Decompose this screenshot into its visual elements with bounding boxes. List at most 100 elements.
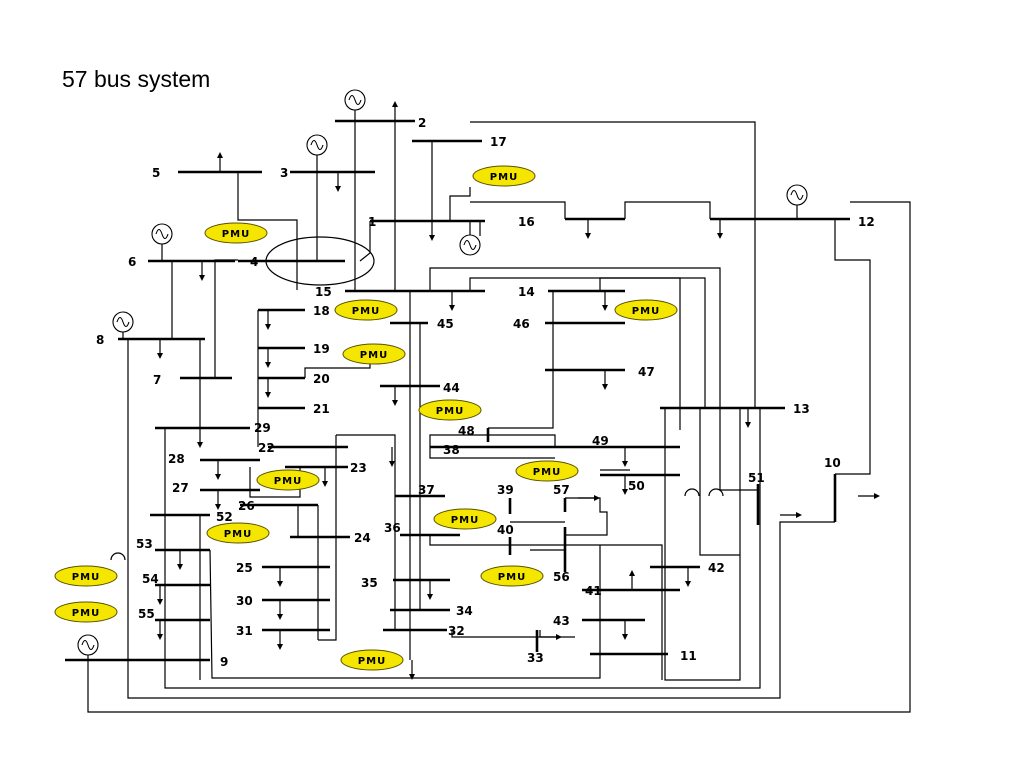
pmu-label: PMU (632, 306, 660, 317)
bus-label: 7 (153, 373, 161, 387)
pmu-marker: PMU (472, 165, 536, 187)
load-arrow-icon (685, 567, 691, 587)
bus-label: 16 (518, 215, 535, 229)
bus-label: 5 (152, 166, 160, 180)
bus-label: 47 (638, 365, 655, 379)
load-arrow-icon (197, 428, 203, 448)
transmission-line (834, 219, 871, 475)
bus-label: 38 (443, 443, 460, 457)
bus-bars (65, 119, 850, 662)
transmission-line (565, 497, 608, 536)
pmu-label: PMU (533, 467, 561, 478)
load-arrow-icon (409, 660, 415, 680)
ac-source-icon (786, 184, 808, 219)
bus-label: 25 (236, 561, 253, 575)
pmu-marker: PMU (480, 565, 544, 587)
bus-label: 57 (553, 483, 570, 497)
bus-label: 39 (497, 483, 514, 497)
bus-label: 52 (216, 510, 233, 524)
transmission-line (624, 201, 711, 219)
transmission-line (470, 121, 756, 408)
bus-label: 27 (172, 481, 189, 495)
bus-label: 3 (280, 166, 288, 180)
transmission-line (451, 630, 575, 638)
ac-source-icon (459, 221, 481, 256)
transmission-line (429, 535, 663, 680)
bus-label: 50 (628, 479, 645, 493)
bus-label: 41 (585, 584, 602, 598)
pmu-label: PMU (358, 656, 386, 667)
bus-label: 17 (490, 135, 507, 149)
pmu-marker: PMU (206, 522, 270, 544)
bus-label: 4 (250, 255, 258, 269)
ac-source-icon (151, 223, 173, 261)
load-arrow-icon (265, 378, 271, 398)
bus-label: 36 (384, 521, 401, 535)
transmission-line (127, 339, 835, 699)
bus-label: 28 (168, 452, 185, 466)
pmu-marker: PMU (614, 299, 678, 321)
bus-label: 44 (443, 381, 460, 395)
ac-source-icon (112, 311, 134, 339)
bus-label: 19 (313, 342, 330, 356)
pmu-label: PMU (224, 529, 252, 540)
load-arrow-icon (622, 620, 628, 640)
bus-label: 20 (313, 372, 330, 386)
pmu-marker: PMU (54, 565, 118, 587)
load-arrow-icon (157, 339, 163, 359)
bus-label: 6 (128, 255, 136, 269)
bus-label: 51 (748, 471, 765, 485)
bus-label: 46 (513, 317, 530, 331)
load-arrow-icon (622, 447, 628, 467)
load-arrow-icon (602, 291, 608, 311)
bus-label: 29 (254, 421, 271, 435)
transmission-line (209, 545, 601, 679)
load-arrow-icon (215, 490, 221, 510)
bus-label: 55 (138, 607, 155, 621)
load-arrow-icon (629, 570, 635, 590)
bus-label: 45 (437, 317, 454, 331)
load-arrow-icon (427, 580, 433, 600)
ac-source-icon (77, 634, 99, 660)
bus-label: 35 (361, 576, 378, 590)
load-arrow-icon (389, 447, 395, 467)
bus-label: 8 (96, 333, 104, 347)
pmu-label: PMU (360, 350, 388, 361)
load-arrow-icon (215, 460, 221, 480)
load-arrow-icon (199, 261, 205, 281)
load-arrow-icon (217, 152, 223, 172)
load-arrow-icon (429, 221, 435, 241)
bus-label: 13 (793, 402, 810, 416)
load-arrow-icon (858, 493, 880, 499)
load-arrow-icon (335, 172, 341, 192)
pmu-marker: PMU (204, 222, 268, 244)
bus-label: 10 (824, 456, 841, 470)
load-arrow-icon (449, 291, 455, 311)
bus-label: 54 (142, 572, 159, 586)
pmu-label: PMU (352, 306, 380, 317)
line-crossing-arc (110, 552, 126, 561)
load-arrow-icon (622, 475, 628, 495)
bus-label: 23 (350, 461, 367, 475)
bus-label: 37 (418, 483, 435, 497)
bus-label: 1 (368, 215, 376, 229)
bus-label: 18 (313, 304, 330, 318)
load-arrow-icon (265, 310, 271, 330)
bus-label: 14 (518, 285, 535, 299)
transmission-line (429, 447, 555, 459)
pmu-marker: PMU (334, 299, 398, 321)
transmission-line (237, 172, 298, 290)
transmission-line (214, 259, 238, 378)
transmission-line (449, 187, 471, 221)
transmission-line (469, 277, 706, 408)
load-arrow-icon (157, 620, 163, 640)
load-arrow-icon (717, 219, 723, 239)
transmission-line (470, 201, 566, 219)
load-arrow-icon (540, 634, 562, 640)
ac-source-icon (344, 89, 366, 121)
transmission-line (664, 408, 741, 681)
load-arrow-icon (157, 585, 163, 605)
pmu-label: PMU (436, 406, 464, 417)
